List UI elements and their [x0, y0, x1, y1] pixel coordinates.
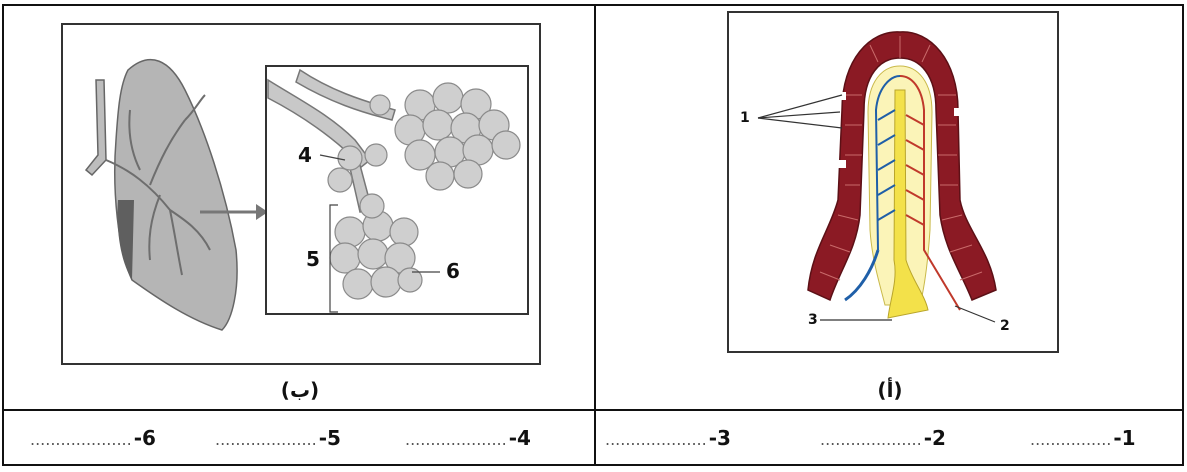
- label-4: 4: [298, 143, 312, 167]
- label-5: 5: [306, 247, 320, 271]
- label-1: 1: [740, 110, 750, 126]
- answer-2-blank: ....................: [820, 430, 922, 449]
- answer-3[interactable]: ....................-3: [605, 426, 731, 450]
- villus-diagram: 1 2 3: [728, 12, 1058, 352]
- answer-2[interactable]: ....................-2: [820, 426, 946, 450]
- answer-1-number: -1: [1113, 426, 1135, 450]
- lung-diagram: 4 5 6: [62, 24, 540, 364]
- caption-b: (ب): [260, 378, 340, 402]
- answer-5[interactable]: ....................-5: [215, 426, 341, 450]
- label-6: 6: [446, 259, 460, 283]
- label-3: 3: [808, 312, 818, 328]
- answer-1-blank: ................: [1030, 430, 1111, 449]
- answer-6[interactable]: ....................-6: [30, 426, 156, 450]
- answer-5-number: -5: [319, 426, 341, 450]
- answer-4-number: -4: [509, 426, 531, 450]
- label-2: 2: [1000, 318, 1010, 334]
- answer-3-number: -3: [709, 426, 731, 450]
- answer-6-blank: ....................: [30, 430, 132, 449]
- caption-a: (أ): [850, 378, 930, 402]
- answer-6-number: -6: [134, 426, 156, 450]
- answer-3-blank: ....................: [605, 430, 707, 449]
- answer-5-blank: ....................: [215, 430, 317, 449]
- answer-4-blank: ....................: [405, 430, 507, 449]
- answer-4[interactable]: ....................-4: [405, 426, 531, 450]
- answer-2-number: -2: [924, 426, 946, 450]
- answer-1[interactable]: ................-1: [1030, 426, 1136, 450]
